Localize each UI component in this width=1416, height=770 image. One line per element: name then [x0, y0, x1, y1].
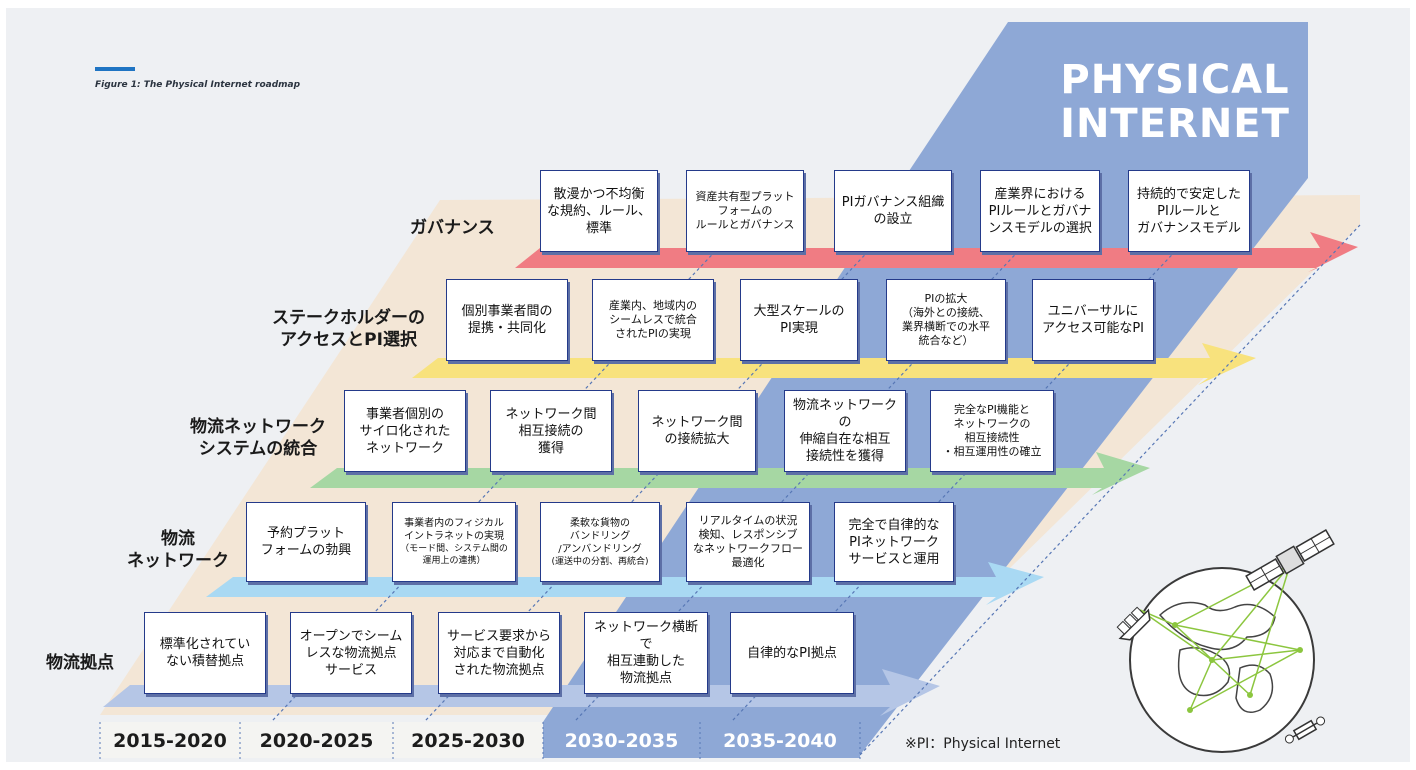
governance-box-2035: 持続的で安定した PIルールと ガバナンスモデル	[1128, 170, 1250, 252]
governance-arrow	[515, 232, 1358, 272]
footnote: ※PI：Physical Internet	[905, 736, 1061, 752]
hub-box-2025: サービス要求から 対応まで自動化 された物流拠点	[438, 612, 560, 694]
governance-box-2020: 資産共有型プラット フォームの ルールとガバナンス	[686, 170, 804, 252]
system-box-2015: 事業者個別の サイロ化された ネットワーク	[344, 390, 466, 472]
network-box-2015: 予約プラット フォームの勃興	[246, 502, 366, 582]
stakeholder-box-2030: PIの拡大 （海外との接続、 業界横断での水平 統合など）	[886, 279, 1006, 361]
figure-accent-bar	[95, 67, 135, 71]
governance-box-2025: PIガバナンス組織 の設立	[834, 170, 952, 252]
system-arrow	[310, 452, 1150, 495]
category-stakeholder: ステークホルダーの アクセスとPI選択	[272, 308, 425, 350]
satellite-icon	[1245, 529, 1335, 591]
network-box-2020-note: （モード間、システム間の 運用上の連携）	[400, 544, 508, 566]
year-2025-2030: 2025-2030	[411, 730, 525, 752]
system-box-2025: ネットワーク間 の接続拡大	[638, 390, 756, 472]
ship-icon	[1116, 606, 1151, 641]
logo-line-2: INTERNET	[1060, 101, 1290, 147]
stakeholder-arrow	[412, 343, 1256, 385]
year-2020-2025: 2020-2025	[259, 730, 374, 752]
stakeholder-box-2020: 産業内、地域内の シームレスで統合 されたPIの実現	[592, 279, 714, 361]
system-box-2020: ネットワーク間 相互接続の 獲得	[490, 390, 612, 472]
stakeholder-box-2035: ユニバーサルに アクセス可能なPI	[1032, 279, 1154, 361]
year-band-past	[100, 722, 543, 758]
network-box-2025-note: (運送中の分割、再統合)	[551, 556, 649, 567]
governance-box-2015: 散漫かつ不均衡 な規約、ルール、 標準	[540, 170, 658, 252]
logo-line-1: PHYSICAL	[1060, 57, 1290, 103]
globe-network-icon	[1129, 564, 1315, 753]
stakeholder-box-2025: 大型スケールの PI実現	[740, 279, 858, 361]
network-box-2030: リアルタイムの状況 検知、レスポンシブ なネットワークフロー 最適化	[686, 502, 810, 582]
category-network: 物流 ネットワーク	[127, 529, 229, 571]
hub-box-2015: 標準化されてい ない積替拠点	[144, 612, 266, 694]
category-governance: ガバナンス	[410, 218, 495, 238]
hub-box-2030: ネットワーク横断で 相互連動した 物流拠点	[584, 612, 708, 694]
year-band-future	[543, 722, 860, 758]
hub-box-2035: 自律的なPI拠点	[730, 612, 854, 694]
governance-box-2030: 産業界における PIルールとガバナ ンスモデルの選択	[980, 170, 1100, 252]
network-arrow	[206, 562, 1044, 605]
category-system: 物流ネットワーク システムの統合	[190, 417, 326, 459]
network-box-2035: 完全で自律的な PIネットワーク サービスと運用	[834, 502, 954, 582]
hub-box-2020: オープンでシーム レスな物流拠点 サービス	[290, 612, 412, 694]
network-box-2025: 柔軟な貨物の バンドリング /アンバンドリング (運送中の分割、再統合)	[540, 502, 660, 582]
physical-internet-logo: PHYSICAL INTERNET	[1040, 58, 1310, 146]
system-box-2035: 完全なPI機能と ネットワークの 相互接続性 ・相互運用性の確立	[930, 390, 1054, 472]
system-box-2030: 物流ネットワークの 伸縮自在な相互 接続性を獲得	[784, 390, 906, 472]
category-hub: 物流拠点	[46, 653, 114, 673]
year-2015-2020: 2015-2020	[113, 730, 227, 752]
drone-icon	[1284, 716, 1326, 744]
figure-caption: Figure 1: The Physical Internet roadmap	[95, 80, 301, 90]
network-box-2020: 事業者内のフィジカル イントラネットの実現 （モード間、システム間の 運用上の連…	[392, 502, 516, 582]
year-2035-2040: 2035-2040	[723, 730, 837, 752]
year-ticks	[99, 722, 861, 760]
stakeholder-box-2015: 個別事業者間の 提携・共同化	[446, 279, 568, 361]
year-2030-2035: 2030-2035	[564, 730, 679, 752]
